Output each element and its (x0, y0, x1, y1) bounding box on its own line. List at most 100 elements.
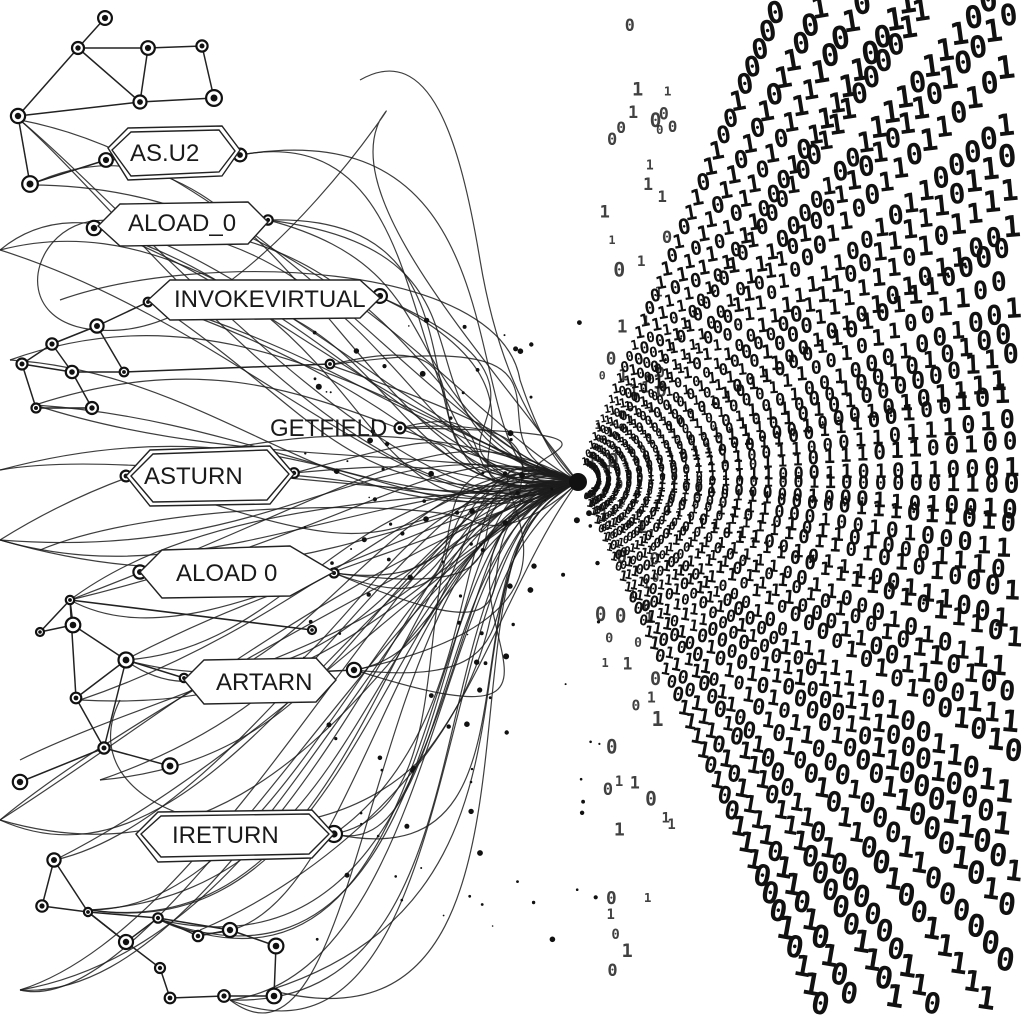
binary-digit: 1 (595, 468, 600, 477)
binary-digit: 1 (664, 384, 674, 400)
binary-digit: 0 (633, 487, 641, 501)
binary-digit: 1 (744, 226, 760, 253)
binary-digit: 1 (665, 446, 674, 461)
binary-digit: 1 (693, 340, 704, 358)
binary-digit: 1 (965, 196, 985, 230)
binary-digit: 0 (625, 528, 634, 544)
binary-digit: 1 (596, 514, 604, 526)
binary-digit: 0 (784, 347, 796, 368)
binary-digit: 1 (778, 453, 788, 471)
binary-digit: 0 (964, 855, 987, 893)
binary-digit: 0 (741, 49, 763, 84)
binary-digit: 0 (799, 838, 822, 874)
binary-digit: 0 (713, 540, 723, 558)
label-aload-0-bottom: ALOAD 0 (139, 545, 336, 599)
binary-digit: 1 (686, 536, 695, 552)
binary-digit: 1 (666, 540, 675, 555)
binary-digit: 0 (803, 655, 819, 682)
ink-speck (400, 531, 405, 536)
network-edge (51, 325, 98, 345)
binary-digit: 0 (946, 457, 960, 483)
binary-digit: 0 (937, 627, 954, 657)
binary-digit: 0 (823, 784, 844, 819)
binary-digit: 1 (741, 281, 756, 306)
network-edge (69, 599, 77, 699)
binary-digit: 1 (610, 492, 617, 503)
binary-digit: 1 (671, 532, 681, 549)
binary-digit: 1 (594, 495, 600, 506)
binary-digit: 0 (740, 717, 758, 745)
binary-digit: 0 (600, 446, 607, 458)
binary-digit: 0 (681, 519, 690, 536)
binary-digit: 1 (897, 9, 920, 46)
binary-digit: 1 (675, 296, 688, 316)
binary-digit: 1 (595, 454, 602, 466)
binary-digit: 0 (693, 525, 702, 541)
binary-digit: 1 (742, 545, 752, 564)
binary-digit: 0 (895, 877, 918, 914)
binary-digit: 1 (829, 326, 844, 352)
ink-speck (334, 737, 338, 741)
network-edge (21, 363, 37, 409)
binary-digit: 1 (730, 503, 740, 521)
binary-digit: 0 (920, 521, 935, 549)
binary-digit: 1 (591, 429, 600, 444)
binary-digit: 1 (661, 414, 669, 429)
binary-digit: 0 (767, 628, 780, 650)
binary-digit: 1 (808, 486, 819, 507)
binary-digit: 1 (611, 381, 622, 397)
binary-digit: 0 (662, 437, 670, 451)
binary-digit: 0 (909, 491, 922, 515)
binary-digit: 0 (856, 487, 869, 511)
ink-speck (350, 548, 353, 550)
binary-digit: 0 (603, 780, 613, 800)
binary-digit: 0 (728, 201, 745, 228)
binary-digit: 1 (615, 774, 623, 790)
binary-digit: 0 (634, 406, 643, 421)
binary-digit: 1 (627, 360, 639, 379)
binary-digit: 0 (885, 931, 908, 967)
binary-digit: 1 (926, 492, 940, 518)
binary-digit: 0 (638, 504, 646, 517)
binary-digit: 1 (601, 461, 608, 473)
binary-digit: 0 (721, 411, 732, 431)
binary-digit: 0 (732, 315, 744, 335)
binary-digit: 0 (816, 708, 834, 738)
binary-digit: 0 (774, 226, 791, 254)
binary-digit: 1 (781, 866, 805, 904)
binary-digit: 1 (589, 485, 597, 499)
binary-digit: 1 (770, 664, 785, 688)
binary-digit: 1 (883, 743, 903, 778)
binary-digit: 0 (702, 328, 715, 349)
binary-digit: 0 (614, 444, 622, 459)
binary-digit: 1 (679, 605, 692, 626)
binary-digit: 1 (737, 414, 747, 432)
binary-digit: 1 (824, 470, 836, 493)
binary-digit: 1 (704, 441, 714, 457)
binary-digit: 1 (608, 233, 615, 247)
binary-digit: 1 (743, 264, 759, 289)
binary-digit: 1 (922, 347, 937, 375)
binary-digit: 1 (648, 417, 656, 431)
ink-speck (579, 810, 585, 815)
binary-digit: 0 (794, 155, 814, 187)
binary-digit: 0 (961, 503, 977, 533)
network-node-core (226, 926, 234, 934)
ink-speck (367, 437, 373, 444)
network-node-core (34, 406, 38, 410)
binary-digit: 1 (716, 175, 735, 205)
binary-digit: 0 (641, 558, 652, 575)
binary-digit: 1 (615, 475, 622, 488)
network-edge (157, 917, 231, 931)
binary-digit: 1 (747, 486, 757, 506)
binary-digit: 1 (833, 596, 847, 621)
binary-digit: 0 (925, 781, 947, 818)
binary-digit: 1 (855, 497, 867, 519)
ink-speck (315, 383, 322, 390)
binary-digit: 0 (838, 975, 861, 1012)
binary-digit: 1 (654, 589, 666, 609)
binary-digit: 1 (621, 507, 629, 521)
binary-digit: 1 (893, 79, 916, 116)
binary-digit: 0 (641, 354, 653, 372)
binary-digit: 0 (920, 398, 934, 423)
